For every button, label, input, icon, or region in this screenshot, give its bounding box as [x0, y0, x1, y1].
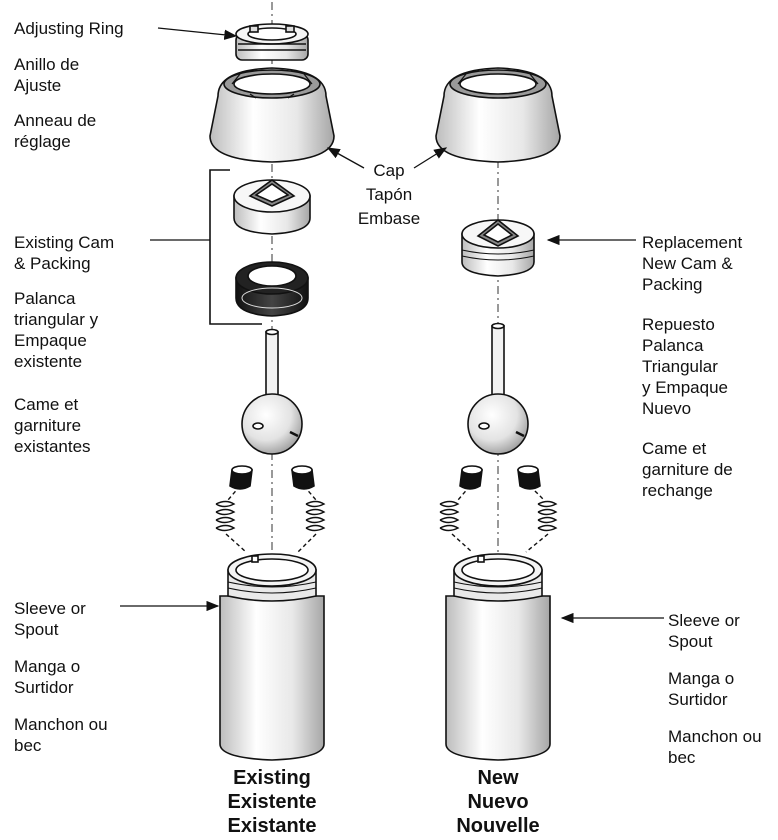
label-adjusting-ring-en: Adjusting Ring	[14, 19, 124, 38]
label-adjusting-ring-es: Anillo de Ajuste	[14, 55, 80, 95]
cap-existing	[209, 67, 335, 163]
leader-lines	[120, 27, 664, 624]
existing-assembly	[209, 2, 335, 761]
label-cap-fr: Embase	[357, 209, 421, 228]
label-existing-cam-fr: Came et garniture existantes	[14, 395, 91, 456]
adjusting-ring-leader	[157, 27, 238, 40]
existing-sleeve	[219, 553, 325, 761]
caption-existing-es: Existente	[227, 791, 317, 813]
caption-existing-en: Existing	[233, 767, 311, 789]
existing-packing	[235, 261, 309, 317]
label-cap-es: Tapón	[365, 185, 413, 204]
label-replacement-cam-en: Replacement New Cam & Packing	[642, 233, 743, 294]
label-existing-cam-en: Existing Cam & Packing	[14, 233, 115, 273]
adjusting-ring	[235, 23, 309, 61]
caption-new-en: New	[477, 767, 519, 789]
existing-seats	[229, 465, 315, 490]
new-ball-stem	[467, 322, 529, 455]
cap-new	[435, 67, 561, 163]
caption-existing-fr: Existante	[227, 815, 317, 837]
label-existing-cam-es: Palanca triangular y Empaque existente	[14, 289, 99, 371]
existing-cam-bracket	[209, 169, 262, 325]
new-cam-packing	[461, 218, 535, 277]
existing-ball-stem	[241, 328, 303, 455]
caption-new-es: Nuevo	[467, 791, 529, 813]
label-sleeve-left-fr: Manchon ou bec	[14, 715, 108, 755]
existing-cam	[233, 179, 311, 235]
caption-existing: Existing Existente Existante	[212, 766, 332, 838]
label-sleeve-right-es: Manga o Surtidor	[668, 669, 735, 709]
existing-springs	[215, 485, 326, 553]
label-sleeve-left-en: Sleeve or Spout	[14, 599, 86, 639]
cap-leader-left	[326, 147, 365, 169]
caption-new-fr: Nouvelle	[456, 815, 540, 837]
new-assembly	[435, 67, 561, 761]
label-adjusting-ring-fr: Anneau de réglage	[14, 111, 97, 151]
label-cap-en: Cap	[373, 161, 405, 180]
label-replacement-cam-es: Repuesto Palanca Triangular y Empaque Nu…	[642, 315, 728, 418]
caption-new: New Nuevo Nouvelle	[438, 766, 558, 838]
label-sleeve-left-es: Manga o Surtidor	[14, 657, 81, 697]
label-sleeve-right-en: Sleeve or Spout	[668, 611, 740, 651]
cap-leader-right	[413, 147, 448, 169]
new-springs	[439, 485, 558, 553]
new-sleeve	[445, 553, 551, 761]
new-seats	[459, 465, 541, 490]
label-sleeve-right-fr: Manchon ou bec	[668, 727, 762, 767]
label-replacement-cam-fr: Came et garniture de rechange	[642, 439, 733, 500]
